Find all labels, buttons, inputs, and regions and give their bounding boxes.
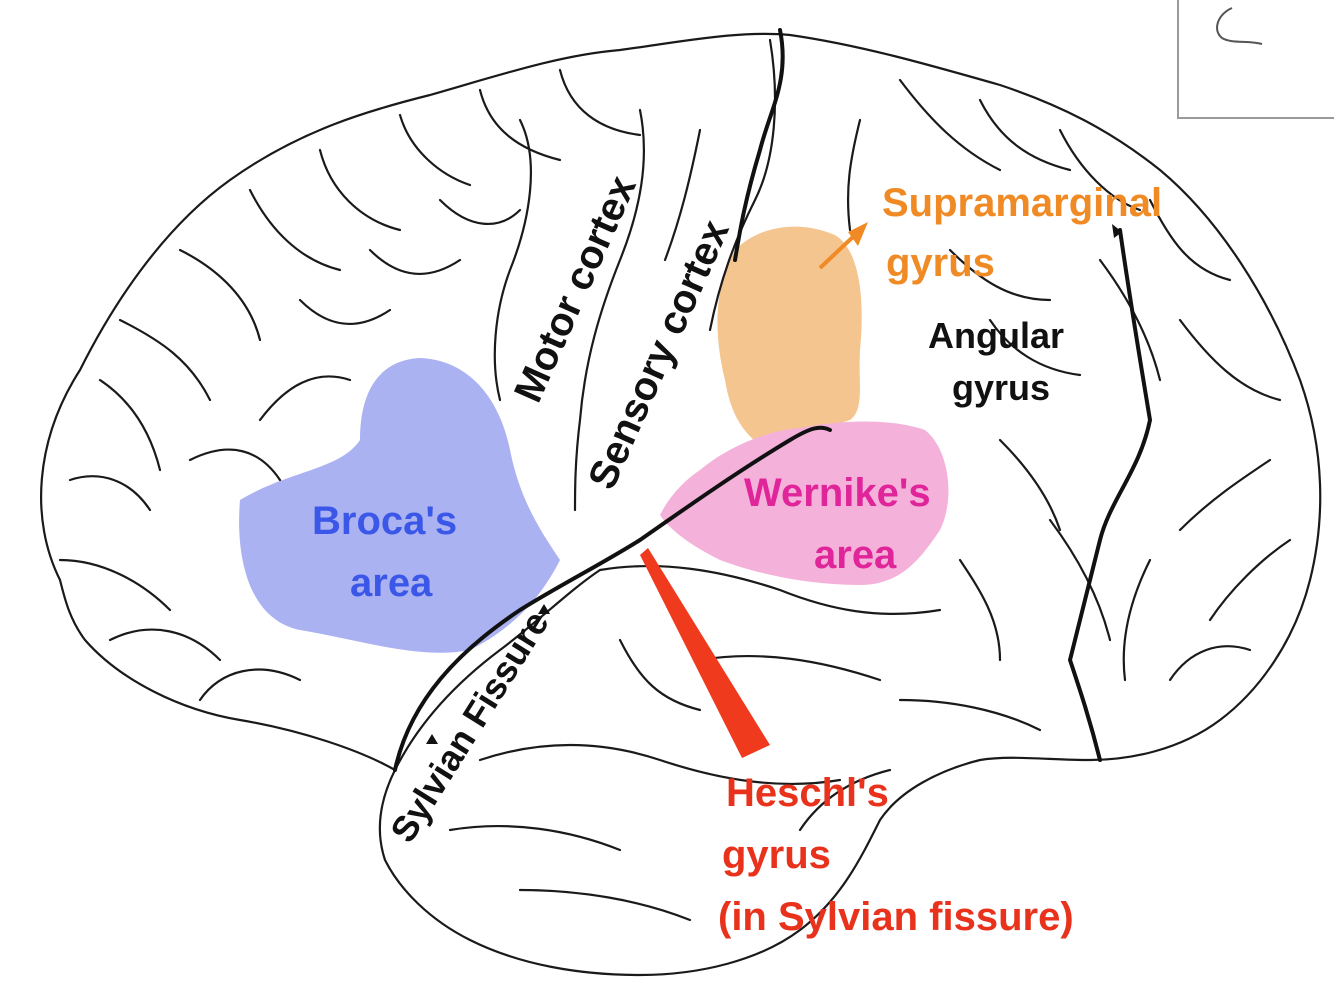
arrowhead-up-icon xyxy=(538,604,550,614)
angular-gyrus-label-line1: Angular xyxy=(928,315,1064,356)
heschl-gyrus-label-line3: (in Sylvian fissure) xyxy=(718,895,1074,939)
broca-area-label-line2: area xyxy=(350,561,433,605)
supramarginal-gyrus-region xyxy=(717,227,861,445)
parieto-occipital-sulcus xyxy=(1070,230,1150,760)
supramarginal-label-line2: gyrus xyxy=(886,241,995,285)
angular-gyrus-label-line2: gyrus xyxy=(952,367,1050,408)
supramarginal-label-line1: Supramarginal xyxy=(882,181,1162,225)
heschl-gyrus-label-line1: Heschl's xyxy=(726,771,889,815)
broca-area-label-line1: Broca's xyxy=(312,499,457,543)
heschl-pointer xyxy=(640,548,770,758)
corner-inset-box xyxy=(1178,0,1334,118)
wernike-area-label-line1: Wernike's xyxy=(744,471,931,515)
motor-cortex-label: Motor cortex xyxy=(506,169,645,408)
heschl-gyrus-label-line2: gyrus xyxy=(722,833,831,877)
wernike-area-label-line2: area xyxy=(814,533,897,577)
central-sulcus xyxy=(735,30,783,260)
curly-stroke-icon xyxy=(1217,8,1262,44)
